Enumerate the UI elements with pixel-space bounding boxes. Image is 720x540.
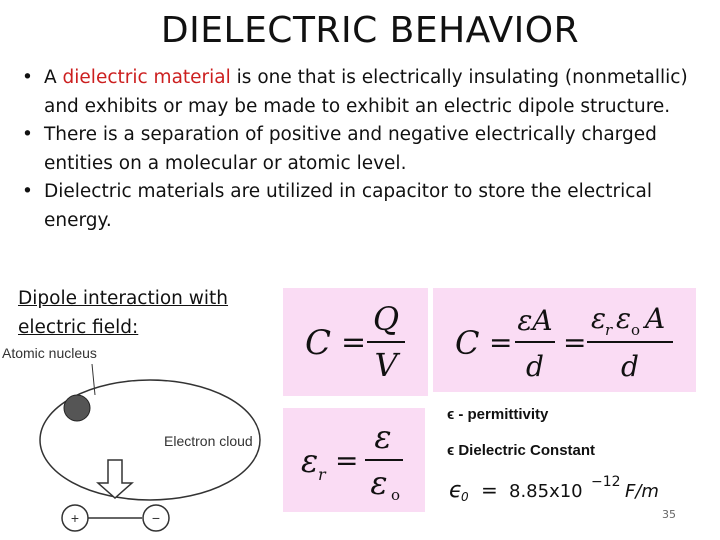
- atomic-nucleus-label: Atomic nucleus: [2, 345, 97, 361]
- highlighted-term: dielectric material: [62, 67, 231, 88]
- bullet-marker: •: [22, 67, 33, 88]
- bullet-marker: •: [22, 181, 33, 202]
- eps0-unit: F/m: [625, 481, 659, 502]
- formula-equals: =: [341, 325, 366, 360]
- formula-subscript: r: [318, 465, 327, 484]
- formula-equals: =: [335, 444, 358, 477]
- formula-numerator: ε: [374, 418, 391, 456]
- bullet-item: • A dielectric material is one that is e…: [22, 64, 697, 121]
- vacuum-permittivity-formula: ϵ 0 = 8.85x10 −12 F/m: [449, 474, 659, 504]
- formula-symbol: C: [455, 324, 479, 362]
- page-number: 35: [662, 508, 676, 521]
- eps0-exponent: −12: [591, 474, 621, 490]
- eps0-value: 8.85x10: [509, 481, 583, 502]
- formula-subscript: 0: [461, 490, 469, 504]
- minus-sign: −: [152, 510, 160, 526]
- formula-equals: =: [563, 326, 586, 359]
- formula-equals: =: [481, 478, 498, 502]
- formula-denominator: ε: [370, 464, 387, 502]
- formula-numerator: Q: [373, 300, 399, 338]
- bullet-item: • There is a separation of positive and …: [22, 121, 697, 178]
- formula-equals: =: [489, 326, 512, 359]
- formula-symbol: C: [305, 323, 331, 363]
- bullet-list: • A dielectric material is one that is e…: [22, 64, 697, 235]
- formula-epsilon: ε: [616, 302, 631, 335]
- formula-symbol: ε: [301, 442, 318, 480]
- formula-area: A: [642, 302, 665, 335]
- formula-denominator: d: [621, 350, 639, 383]
- dipole-heading-line2: electric field:: [18, 317, 139, 338]
- bullet-item: • Dielectric materials are utilized in c…: [22, 178, 697, 235]
- positive-charge: [61, 504, 89, 532]
- formula-denominator: d: [526, 350, 544, 383]
- formula-subscript: r: [605, 321, 613, 339]
- dipole-heading: Dipole interaction with electric field:: [18, 284, 228, 342]
- slide-title: DIELECTRIC BEHAVIOR: [160, 10, 580, 51]
- formula-numerator: εA: [517, 304, 552, 337]
- bullet-text-suffix: is one that is electrically insulating (…: [44, 67, 688, 117]
- permittivity-note: ϵ - permittivity: [447, 406, 549, 423]
- dielectric-constant-note: ϵ Dielectric Constant: [447, 442, 596, 459]
- nucleus-pointer: [91, 363, 96, 396]
- formula-subscript: o: [391, 486, 400, 504]
- formula-denominator: V: [374, 346, 400, 384]
- formula-dielectric-constant: ε r = ε ε o: [283, 408, 425, 512]
- bullet-marker: •: [22, 124, 33, 145]
- negative-charge: [142, 504, 170, 532]
- atomic-nucleus: [63, 394, 91, 422]
- formula-capacitance-geometry: C = εA d = ε r ε o A d: [433, 288, 696, 392]
- formula-capacitance-charge: C = Q V: [283, 288, 428, 396]
- plus-sign: +: [71, 510, 79, 526]
- bullet-text: Dielectric materials are utilized in cap…: [44, 181, 652, 231]
- electron-cloud-label: Electron cloud: [164, 433, 253, 449]
- formula-epsilon: ϵ: [449, 478, 463, 503]
- formula-epsilon: ε: [591, 302, 606, 335]
- down-arrow-icon: [96, 459, 134, 500]
- dipole-heading-line1: Dipole interaction with: [18, 288, 229, 309]
- bullet-text-prefix: A: [44, 67, 63, 88]
- dipole-diagram: Atomic nucleus Electron cloud + −: [2, 345, 261, 532]
- formula-subscript: o: [631, 321, 640, 339]
- electron-cloud-orbit: [39, 379, 261, 501]
- bullet-text: There is a separation of positive and ne…: [44, 124, 657, 174]
